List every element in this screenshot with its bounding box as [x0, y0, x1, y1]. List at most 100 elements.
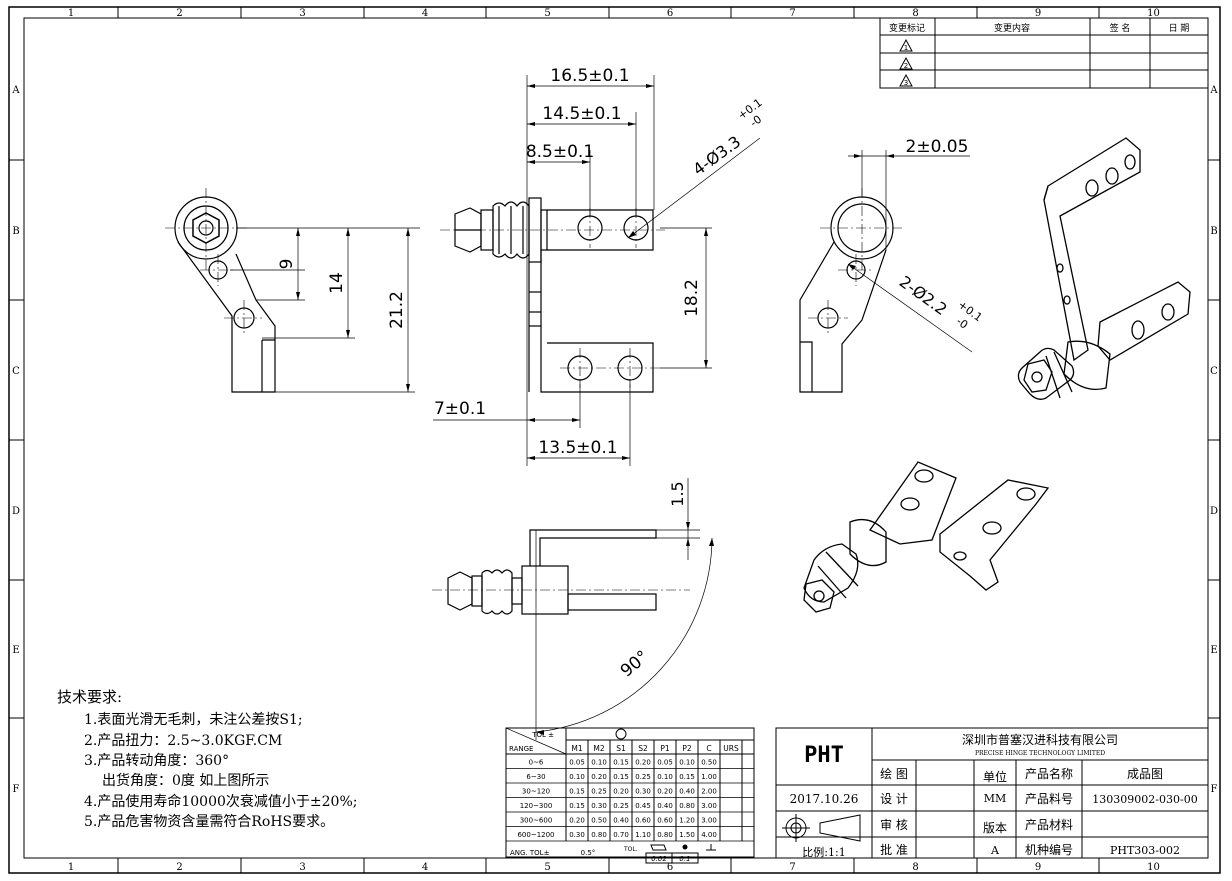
front-view [433, 75, 761, 466]
value-product-no: 130309002-030-00 [1092, 793, 1197, 806]
note-1: 1.表面光滑无毛刺，未注公差按S1; [84, 711, 303, 728]
dim-90deg: 90° [617, 647, 653, 682]
range-label: RANGE [509, 745, 533, 753]
grid-col-label-top: 6 [667, 8, 673, 19]
flatness-tol: 0.02 [651, 855, 667, 863]
dim-16-5: 16.5±0.1 [550, 66, 629, 86]
tol-cell: 0.50 [591, 817, 607, 825]
tol-cell: 0.05 [657, 759, 673, 767]
ang-tol-label: ANG. TOL± [510, 849, 550, 857]
title-block [775, 727, 1209, 859]
label-product-no: 产品料号 [1025, 792, 1073, 806]
grid-row-label-left: F [13, 784, 20, 795]
tol-row-range: 300~600 [520, 817, 553, 825]
label-material: 产品材料 [1025, 818, 1073, 832]
tol-cell: 0.80 [657, 831, 673, 839]
tol-cell: 1.10 [635, 831, 651, 839]
tol-cell: 1.50 [679, 831, 695, 839]
rev-mark-3: 3 [904, 79, 908, 87]
dim-21-2: 21.2 [387, 291, 407, 329]
left-side-view [165, 188, 420, 393]
dim-9: 9 [277, 259, 297, 270]
tol-cell: 3.00 [701, 817, 717, 825]
drawing-scale: 比例:1:1 [802, 845, 845, 859]
tol-cell: 0.20 [635, 759, 651, 767]
tol-cell: 0.30 [569, 831, 585, 839]
tol-cell: 0.40 [679, 788, 695, 796]
dim-13-5: 13.5±0.1 [538, 438, 617, 458]
tol-row-range: 600~1200 [517, 831, 554, 839]
tol-cell: 0.10 [591, 759, 607, 767]
tol-cell: 0.25 [635, 773, 651, 781]
dim-14: 14 [327, 272, 347, 294]
tol-cell: 0.10 [679, 759, 695, 767]
grid-col-label-top: 1 [68, 8, 74, 19]
tol-cell: 0.80 [679, 802, 695, 810]
tol-cell: 0.20 [569, 817, 585, 825]
tol-cell: 0.15 [569, 802, 585, 810]
tol-cell: 0.15 [613, 773, 629, 781]
grid-col-label-bottom: 7 [789, 862, 795, 873]
right-side-view [799, 150, 973, 393]
grid-col-label-bottom: 8 [912, 862, 918, 873]
value-version: A [990, 844, 1000, 857]
label-product-name: 产品名称 [1025, 766, 1073, 781]
grid-col-label-top: 5 [544, 8, 550, 19]
tol-cell: 0.15 [569, 788, 585, 796]
tol-col-header: URS [723, 744, 739, 753]
grid-row-label-left: C [12, 366, 20, 377]
tol-cell: 0.40 [657, 802, 673, 810]
isometric-view-upright [1017, 137, 1191, 400]
rotation-view [432, 478, 714, 740]
value-model-no: PHT303-002 [1110, 844, 1180, 857]
tol-row-range: 6~30 [526, 773, 545, 781]
tol-cell: 0.40 [613, 817, 629, 825]
tol-cell: 1.00 [701, 773, 717, 781]
grid-col-label-bottom: 5 [544, 862, 550, 873]
tol-col-header: S1 [616, 744, 626, 753]
rev-mark-2: 2 [904, 62, 908, 70]
tol-cell: 0.25 [613, 802, 629, 810]
label-design: 设 计 [880, 792, 908, 806]
tol-cell: 0.20 [657, 788, 673, 796]
grid-col-label-bottom: 10 [1147, 862, 1160, 873]
note-4: 4.产品使用寿命10000次衰减值小于±20%; [84, 793, 357, 810]
dim-7: 7±0.1 [434, 399, 486, 419]
position-tol: 0.1 [679, 855, 690, 863]
tol-col-header: M1 [571, 744, 582, 753]
rev-header-date: 日 期 [1169, 23, 1190, 34]
grid-row-label-left: B [12, 226, 19, 237]
grid-col-label-bottom: 3 [299, 862, 305, 873]
tol-col-header: P2 [682, 744, 692, 753]
tol-cell: 0.15 [613, 759, 629, 767]
grid-col-label-top: 3 [299, 8, 305, 19]
tol-cell: 0.15 [679, 773, 695, 781]
grid-col-label-top: 2 [176, 8, 182, 19]
grid-row-label-right: D [1210, 506, 1218, 517]
inner-frame [23, 17, 1209, 859]
grid-col-label-bottom: 1 [68, 862, 74, 873]
value-unit: MM [984, 792, 1007, 805]
value-product-name: 成品图 [1127, 767, 1163, 781]
grid-col-label-top: 4 [422, 8, 428, 19]
note-3: 3.产品转动角度：360° [84, 753, 229, 769]
rev-header-sign: 签 名 [1110, 22, 1131, 34]
tol-cell: 0.50 [701, 759, 717, 767]
ang-tol-value: 0.5° [581, 849, 596, 857]
dim-hole2: 2-Ø2.2 [896, 272, 951, 319]
grid-row-label-left: D [12, 506, 20, 517]
tol-cell: 4.00 [701, 831, 717, 839]
grid-row-label-right: C [1210, 366, 1218, 377]
note-5: 5.产品危害物资含量需符合RoHS要求。 [84, 814, 334, 830]
label-draw: 绘 图 [880, 766, 908, 781]
dim-8-5: 8.5±0.1 [526, 142, 594, 162]
company-logo: PHT [804, 743, 844, 768]
tol-cell: 0.10 [657, 773, 673, 781]
tol-cell: 0.30 [635, 788, 651, 796]
drawing-date: 2017.10.26 [790, 792, 859, 806]
tol-cell: 0.20 [613, 788, 629, 796]
tol-cell: 0.05 [569, 759, 585, 767]
tol-col-header: M2 [593, 744, 604, 753]
grid-row-label-right: B [1210, 226, 1217, 237]
